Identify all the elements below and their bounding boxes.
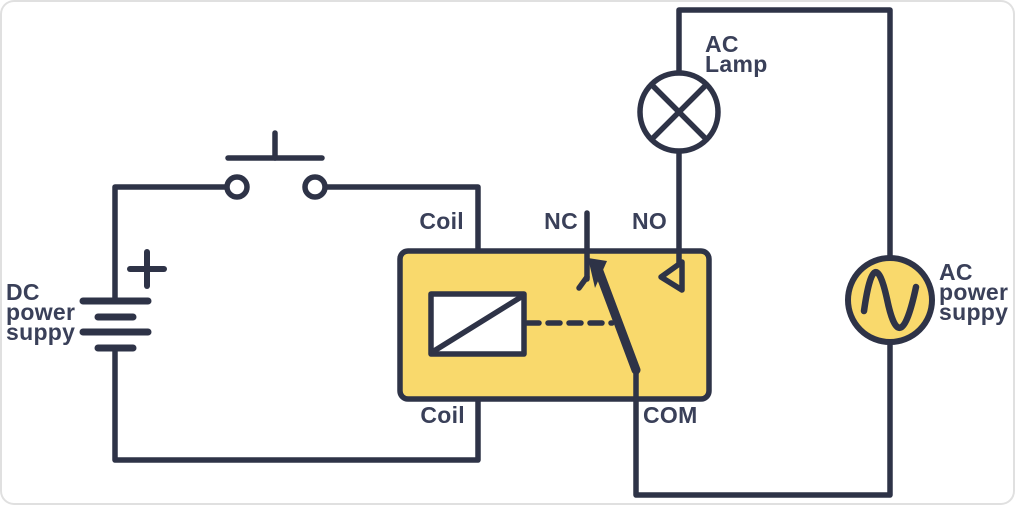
ac-supply-label-line2: power [939,279,1009,305]
relay-coil-bottom-label: Coil [420,402,465,428]
relay-no-label: NO [632,208,668,234]
wire-lamp-to-source-top [676,7,893,260]
no-contact-triangle [658,259,685,293]
sine-wave-icon [860,269,920,332]
lamp-cross-2 [649,82,709,142]
ac-lamp-label: AC Lamp [705,31,768,77]
nc-contact-flare [576,274,590,291]
ac-supply-label-line1: AC [939,259,973,285]
plus-sign-icon [127,249,167,289]
relay-contacts [576,210,685,375]
dc-power-supply-label: DC power suppy [6,279,96,345]
relay-com-label: COM [643,402,698,428]
wire-battery-to-button [112,184,230,304]
dc-label-line1: DC [6,279,40,305]
relay-coil-top-label: Coil [419,208,464,234]
ac-lamp-label-line1: AC [705,31,739,57]
ac-circuit-wires [633,7,893,498]
ac-lamp-label-line2: Lamp [705,51,768,77]
relay-coil-diagonal [431,294,524,354]
relay-nc-label: NC [544,208,578,234]
ac-power-supply-label: AC power suppy [939,259,1009,325]
push-button-icon [224,130,328,200]
wire-com-to-source-bottom [633,340,893,498]
battery-icon [79,249,167,352]
relay-armature-blade [592,261,641,375]
push-button-contact-right [302,174,328,200]
push-button-contact-left [224,174,250,200]
lamp-icon [637,70,721,154]
ac-source-icon [845,255,935,345]
wire-coil-bottom-to-battery [112,345,481,463]
dc-label-line2: power [6,299,76,325]
dc-label-line3: suppy [6,319,76,345]
ac-supply-label-line3: suppy [939,299,1009,325]
